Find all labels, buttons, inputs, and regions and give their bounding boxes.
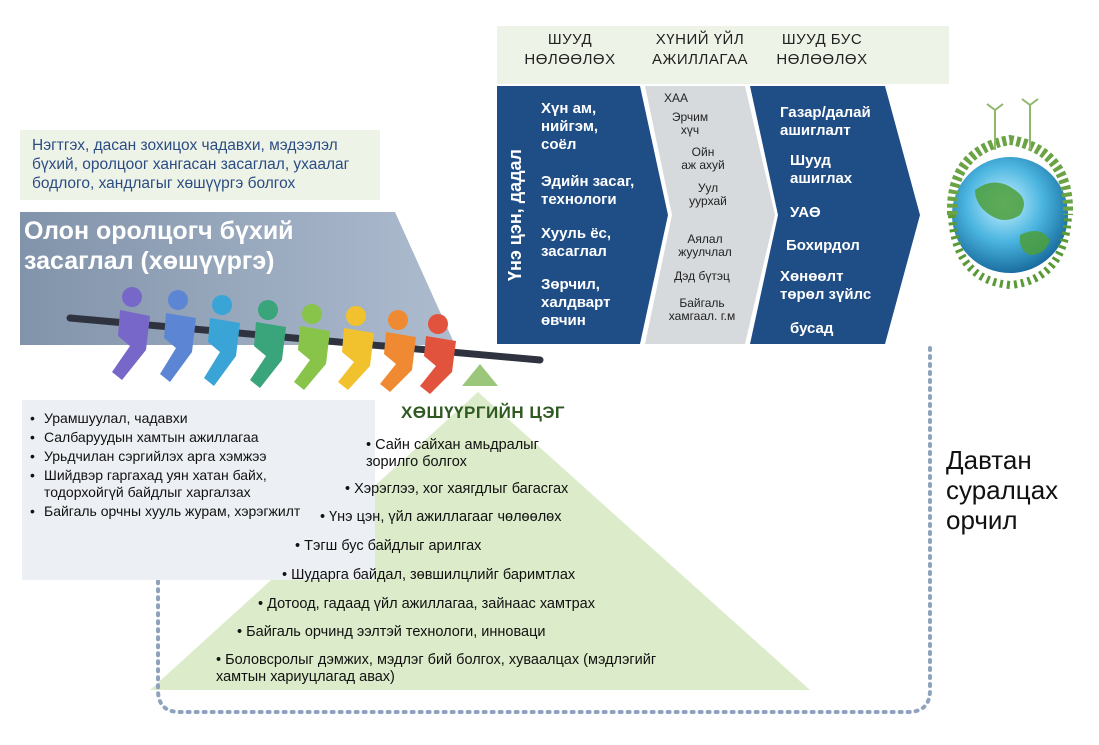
direct-item: Эдийн засаг,технологи (541, 173, 635, 208)
indirect-item: УАӨ (790, 204, 821, 221)
tug-of-war-figures (112, 287, 456, 394)
indirect-item: бусад (790, 320, 834, 337)
direct-item: Хууль ёс,засаглал (541, 225, 612, 260)
header-band (497, 26, 949, 84)
lever-point: • Тэгш бус байдлыг арилгах (295, 538, 482, 554)
governance-title: Олон оролцогч бүхий засаглал (хөшүүргэ) (24, 217, 294, 275)
activity-item: ХАА (663, 91, 688, 105)
leverage-pyramid (150, 392, 810, 690)
lever-point: • Сайн сайхан амьдралыг зорилго болгох (366, 437, 539, 470)
direct-drivers-chevron (497, 86, 668, 344)
lever-point: • Хэрэглээ, хог хаягдлыг багасгах (345, 481, 569, 497)
globe-illustration (946, 98, 1074, 290)
values-label: Үнэ цэн, дадал (497, 86, 533, 344)
lever-point: • Байгаль орчинд ээлтэй технологи, иннов… (237, 624, 546, 640)
list-item: Урьдчилан сэргийлэх арга хэмжээ (30, 448, 380, 465)
lever-point: • Үнэ цэн, үйл ажиллагааг чөлөөлөх (320, 509, 562, 525)
activities-chevron (645, 86, 775, 344)
indirect-item: Бохирдол (786, 237, 860, 254)
activity-item: Дэд бүтэц (674, 269, 730, 283)
fulcrum-triangle (462, 364, 498, 386)
measures-list: Урамшуулал, чадавхи Салбаруудын хамтын а… (30, 410, 380, 522)
lever-point: • Шударга байдал, зөвшилцлийг баримтлах (282, 567, 576, 583)
list-item: Салбаруудын хамтын ажиллагаа (30, 429, 380, 446)
lever-title: ХӨШҮҮРГИЙН ЦЭГ (400, 403, 566, 422)
lever-point: • Дотоод, гадаад үйл ажиллагаа, зайнаас … (258, 596, 595, 612)
learning-cycle-path (156, 346, 932, 714)
list-item: Байгаль орчны хууль журам, хэрэгжилт (30, 503, 334, 520)
lever-point: • Боловсролыг дэмжих, мэдлэг бий болгох,… (216, 652, 657, 685)
list-item: Урамшуулал, чадавхи (30, 410, 380, 427)
learning-cycle-label: Давтан суралцах орчил (946, 445, 1059, 535)
indirect-drivers-chevron (750, 86, 920, 344)
intro-text: Нэгтгэх, дасан зохицох чадавхи, мэдээлэл… (32, 137, 350, 192)
direct-item: Хүн ам,нийгэм,соёл (541, 100, 599, 153)
list-item: Шийдвэр гаргахад уян хатан байх, тодорхо… (30, 467, 334, 501)
intro-box (20, 130, 380, 200)
